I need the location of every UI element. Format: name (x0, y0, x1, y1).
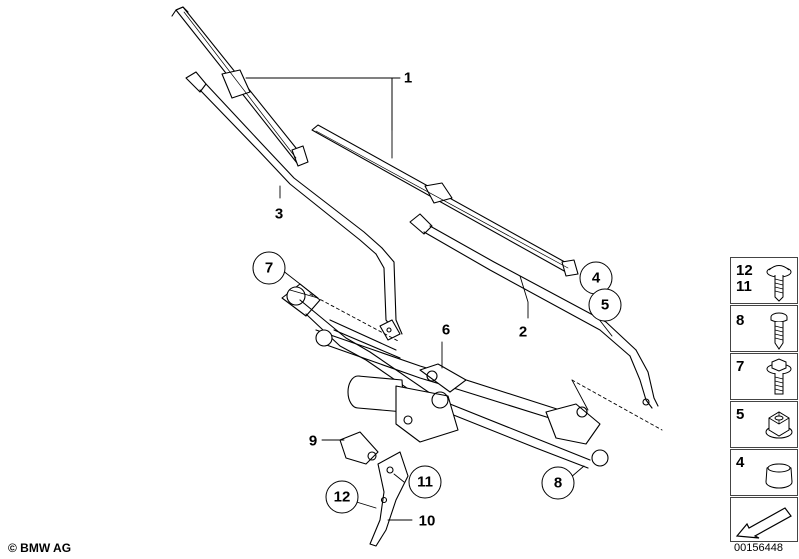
part-number-4: 4 (736, 454, 745, 471)
left-wiper-blade (171, 6, 309, 167)
parts-panel-item-8: 8 (730, 305, 798, 352)
label-10: 10 (418, 512, 436, 530)
label-6: 6 (441, 321, 451, 339)
parts-panel-item-12-11: 12 11 (730, 257, 798, 304)
wiper-motor (347, 375, 459, 443)
arrow-panel (730, 497, 798, 542)
tapping-screw-icon (770, 312, 788, 350)
copyright-text: © BMW AG (8, 541, 72, 555)
part-number-7: 7 (736, 358, 745, 375)
label-9: 9 (308, 432, 318, 450)
right-wiper-blade (311, 124, 579, 277)
label-2: 2 (518, 323, 528, 341)
callout-7: 7 (252, 251, 286, 285)
holder-10 (369, 451, 409, 547)
label-1: 1 (403, 69, 413, 87)
document-number: 00156448 (734, 542, 783, 554)
bracket-9 (339, 431, 379, 465)
part-number-8: 8 (736, 312, 745, 329)
part-number-12-11: 12 11 (736, 262, 753, 295)
parts-panel-item-4: 4 (730, 449, 798, 496)
screw-washer-icon (766, 265, 792, 302)
callout-5: 5 (588, 288, 622, 322)
cap-icon (765, 463, 793, 489)
label-3: 3 (274, 205, 284, 223)
part-number-5: 5 (736, 406, 745, 423)
left-wiper-arm (185, 71, 403, 341)
right-wiper-arm (409, 213, 659, 409)
parts-panel-item-7: 7 (730, 353, 798, 400)
parts-panel-item-5: 5 (730, 401, 798, 448)
hex-nut-icon (765, 411, 793, 439)
callout-11: 11 (408, 465, 442, 499)
callout-8: 8 (541, 466, 575, 500)
direction-arrow-icon (735, 507, 792, 539)
callout-12: 12 (325, 480, 359, 514)
hex-bolt-washer-icon (766, 358, 792, 395)
